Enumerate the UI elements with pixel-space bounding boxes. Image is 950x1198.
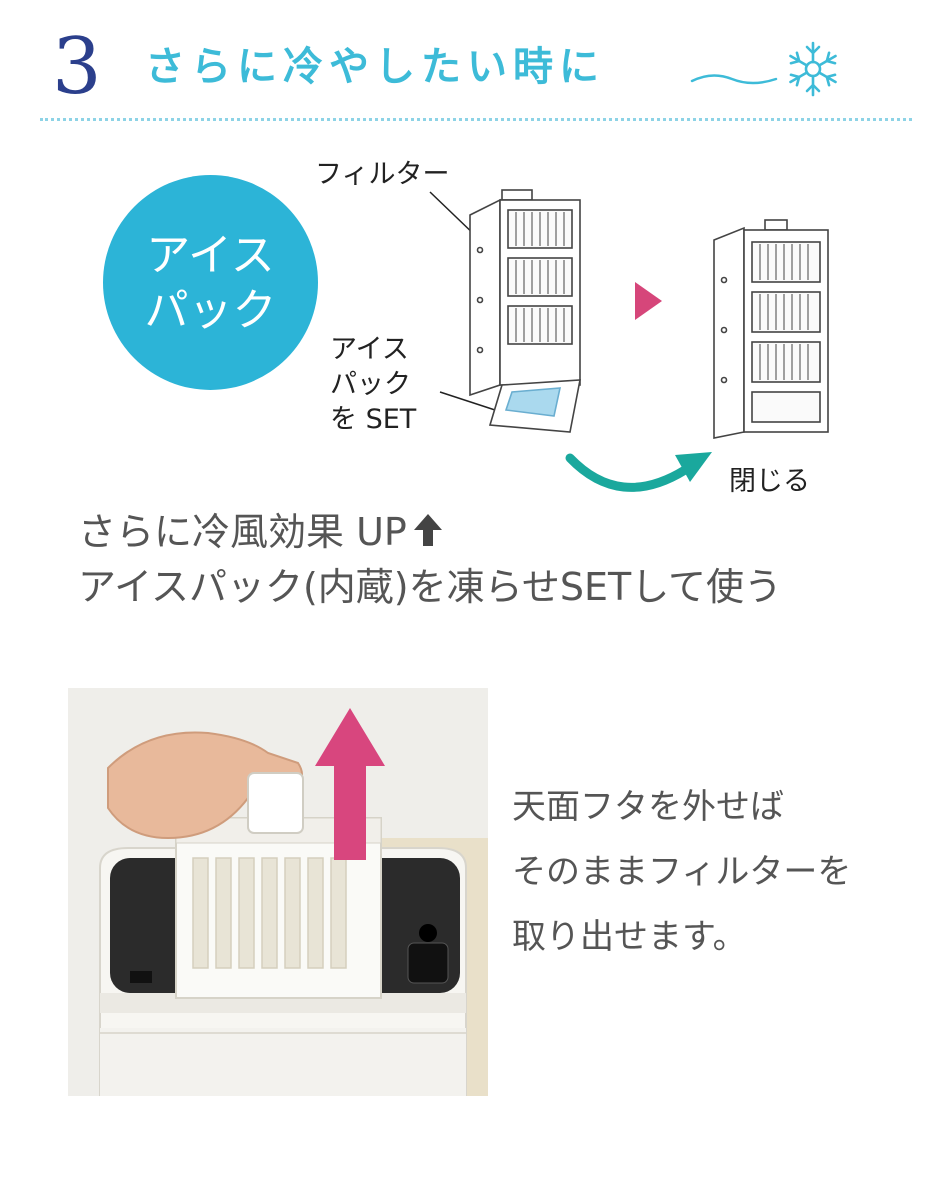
description-line1: さらに冷風効果 UP [78, 512, 443, 551]
product-photo [68, 688, 488, 1096]
wave-line [690, 74, 778, 85]
badge-line1: アイス [146, 229, 275, 281]
label-ice-pack-set: アイス パック を SET [330, 334, 417, 436]
step-number: 3 [52, 22, 102, 112]
title-divider [40, 118, 912, 121]
badge-line2: パック [144, 284, 277, 336]
side-text-line1: 天面フタを外せば [512, 787, 784, 827]
lift-up-arrow-icon [315, 708, 385, 860]
ice-pack-badge: アイス パック [103, 175, 318, 390]
photo-illustration [68, 688, 488, 1096]
side-text-line2: そのままフィルターを [512, 852, 852, 892]
side-text-line3: 取り出せます。 [512, 917, 747, 957]
label-filter: フィルター [315, 159, 450, 190]
section-title: さらに冷やしたい時に [145, 44, 605, 90]
description-line1-text: さらに冷風効果 UP [78, 510, 407, 554]
description-line2: アイスパック(内蔵)を凍らせSETして使う [78, 565, 783, 609]
filter-diagram [429, 189, 829, 492]
filter-open-illustration [469, 189, 581, 433]
label-close: 閉じる [729, 466, 810, 497]
next-step-arrow-icon [635, 282, 662, 320]
filter-closed-illustration [713, 219, 829, 439]
leader-line-set [439, 391, 496, 411]
close-curve-arrow-icon [565, 452, 712, 492]
snowflake-icon [786, 41, 840, 97]
wave-decoration [690, 74, 778, 85]
up-arrow-icon [413, 514, 442, 546]
